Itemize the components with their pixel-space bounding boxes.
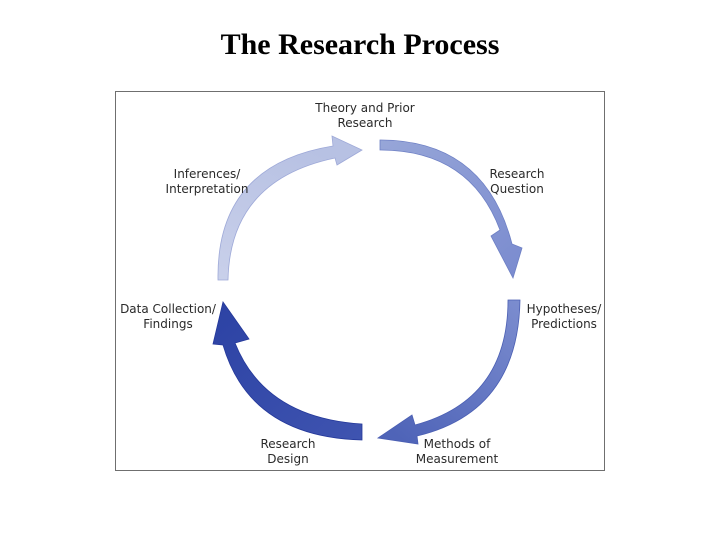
stage-hypotheses-line2: Predictions <box>531 317 597 331</box>
stage-data-collection-findings: Data Collection/ Findings <box>118 302 218 332</box>
stage-question-line1: Research <box>489 167 545 181</box>
stage-inferences-line1: Inferences/ <box>173 167 241 181</box>
arrow-design-to-data <box>212 301 363 441</box>
stage-design-line1: Research <box>260 437 316 451</box>
arrow-theory-to-question <box>379 139 523 280</box>
stage-theory-and-prior-research: Theory and Prior Research <box>300 101 430 131</box>
diagram-frame <box>115 91 605 471</box>
arrow-inferences-to-theory <box>217 135 363 281</box>
stage-methods-of-measurement: Methods of Measurement <box>412 437 502 467</box>
stage-research-design: Research Design <box>252 437 324 467</box>
stage-hypotheses-predictions: Hypotheses/ Predictions <box>522 302 606 332</box>
stage-theory-line1: Theory and Prior <box>315 101 415 115</box>
stage-theory-line2: Research <box>337 116 393 130</box>
stage-hypotheses-line1: Hypotheses/ <box>526 302 602 316</box>
stage-research-question: Research Question <box>482 167 552 197</box>
stage-data-line1: Data Collection/ <box>120 302 216 316</box>
stage-data-line2: Findings <box>143 317 193 331</box>
stage-inferences-line2: Interpretation <box>165 182 249 196</box>
stage-methods-line1: Methods of <box>423 437 491 451</box>
stage-design-line2: Design <box>267 452 309 466</box>
stage-question-line2: Question <box>490 182 544 196</box>
arrow-hypotheses-to-methods <box>376 299 521 445</box>
stage-methods-line2: Measurement <box>415 452 499 466</box>
stage-inferences-interpretation: Inferences/ Interpretation <box>164 167 250 197</box>
slide-title: The Research Process <box>220 28 500 61</box>
